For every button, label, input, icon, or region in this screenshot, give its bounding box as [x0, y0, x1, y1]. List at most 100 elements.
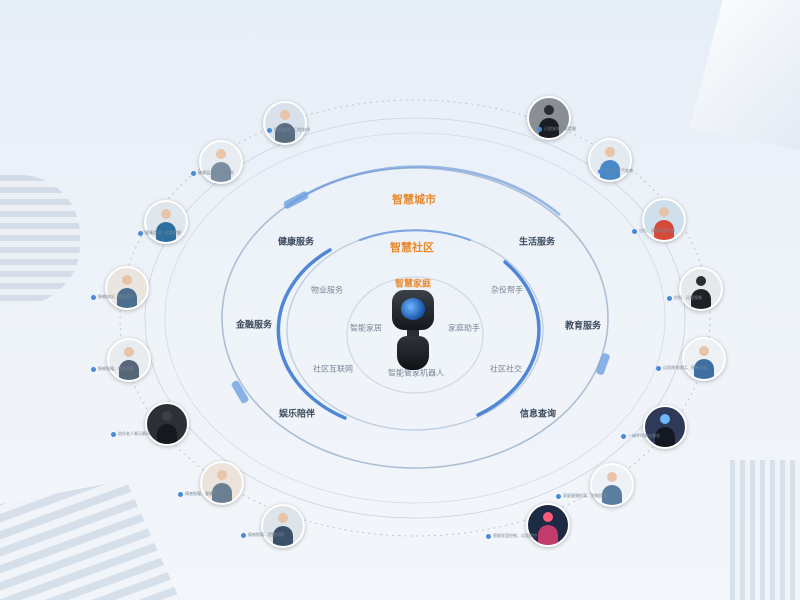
info-dot-icon	[91, 294, 96, 300]
city-ring-marker-1	[283, 191, 309, 209]
robot-name: 智能管家机器人	[388, 368, 444, 378]
person-head	[543, 512, 553, 522]
person-head	[696, 276, 706, 286]
person-figure	[212, 483, 232, 503]
person-figure	[117, 288, 137, 308]
robot-eye	[401, 298, 425, 320]
person-head	[280, 110, 290, 120]
service-education: 教育服务	[564, 321, 602, 332]
outer-dotted-orbit	[119, 99, 711, 537]
info-dot-icon	[138, 230, 143, 236]
info-dot-icon	[91, 366, 96, 372]
scenario-caption: 情感慰藉、提醒用药	[248, 532, 284, 537]
info-dot-icon	[556, 493, 561, 499]
home-ring	[346, 276, 484, 394]
level-title-home: 智慧家庭	[394, 279, 432, 290]
scenario-node-8: 情感慰藉、提醒用药	[241, 504, 305, 548]
item-smart-home: 智能家居	[350, 323, 382, 333]
orbit-line-2	[144, 117, 686, 519]
scenario-photo	[642, 198, 686, 242]
scenario-caption: 情感慰藉、健康养生	[185, 491, 221, 496]
person-figure	[691, 289, 711, 309]
community-ring-arc-left	[276, 248, 347, 420]
info-dot-icon	[632, 228, 637, 234]
scenario-photo	[263, 101, 307, 145]
info-dot-icon	[537, 126, 542, 132]
scenario-caption: 日程安排智能提醒	[544, 126, 576, 131]
scenario-caption: 家庭健康档案、智能提醒	[563, 493, 607, 498]
scenario-node-11: 出行、获取交通信息	[632, 198, 686, 242]
orbit-line-3	[164, 132, 666, 504]
scenario-photo	[199, 140, 243, 184]
community-ring-arc-right	[476, 260, 541, 417]
scenario-caption: 拍照、远程视频	[674, 295, 702, 300]
scenario-photo	[679, 267, 723, 311]
info-dot-icon	[267, 127, 272, 133]
robot-head	[392, 290, 434, 330]
person-figure	[654, 220, 674, 240]
robot-illustration	[390, 290, 436, 372]
scenario-caption: 情感慰藉、联系家属	[98, 366, 134, 371]
city-ring	[221, 167, 609, 469]
person-figure	[211, 162, 231, 182]
scenario-node-1: 情报查询、日程安排	[263, 101, 310, 145]
person-head	[544, 105, 554, 115]
scenario-photo	[527, 96, 571, 140]
person-head	[124, 347, 134, 357]
info-dot-icon	[241, 532, 246, 538]
level-title-community: 智慧社区	[390, 241, 434, 254]
person-head	[217, 470, 227, 480]
scenario-node-6: 陪伴老人聊天解闷	[111, 402, 189, 446]
info-dot-icon	[667, 295, 672, 301]
scenario-node-5: 情感慰藉、联系家属	[91, 338, 151, 382]
person-head	[605, 147, 615, 157]
service-entertainment: 娱乐陪伴	[278, 409, 316, 420]
scenario-node-3: 健康监测、检查提醒	[138, 200, 188, 244]
person-head	[162, 411, 172, 421]
item-social: 社区社交	[490, 364, 522, 374]
service-finance: 金融服务	[235, 320, 273, 331]
scenario-node-16: 智能家居控制、远程操控	[486, 503, 570, 547]
person-head	[278, 513, 288, 523]
scenario-node-15: 家庭健康档案、智能提醒	[556, 463, 634, 507]
service-life: 生活服务	[518, 237, 556, 248]
person-figure	[694, 359, 714, 379]
scenario-photo	[682, 337, 726, 381]
service-info: 信息查询	[519, 409, 557, 420]
person-figure	[600, 160, 620, 180]
city-ring-highlight-top	[284, 165, 561, 216]
info-dot-icon	[111, 431, 116, 437]
robot-neck	[407, 330, 419, 336]
info-dot-icon	[191, 170, 196, 176]
scenario-photo	[105, 266, 149, 310]
scenario-photo	[588, 138, 632, 182]
level-title-city: 智慧城市	[392, 193, 436, 206]
info-dot-icon	[598, 168, 603, 174]
info-dot-icon	[656, 365, 661, 371]
person-head	[660, 414, 670, 424]
community-ring-arc-top	[358, 229, 472, 242]
person-figure	[538, 525, 558, 545]
scenario-caption: 智能家居控制、远程操控	[493, 533, 537, 538]
person-figure	[275, 123, 295, 143]
info-dot-icon	[486, 533, 491, 539]
item-errand: 杂役帮手	[491, 285, 523, 295]
person-head	[607, 472, 617, 482]
scenario-photo	[144, 200, 188, 244]
city-ring-marker-3	[596, 353, 610, 375]
info-dot-icon	[621, 433, 626, 439]
scenario-node-9: 日程安排智能提醒	[527, 96, 576, 140]
scenario-node-14: 一键呼叫物业服务	[621, 405, 687, 449]
scenario-caption: 出行、天气查询	[605, 168, 633, 173]
scenario-node-13: 远程视频通话、智能终端	[656, 337, 726, 381]
scenario-caption: 健康监测、日常服务	[198, 170, 234, 175]
scenario-node-7: 情感慰藉、健康养生	[178, 461, 244, 505]
person-head	[659, 207, 669, 217]
person-head	[122, 275, 132, 285]
person-figure	[602, 485, 622, 505]
scenario-photo	[526, 503, 570, 547]
person-figure	[655, 427, 675, 447]
person-figure	[119, 360, 139, 380]
person-head	[216, 149, 226, 159]
item-property: 物业服务	[311, 285, 343, 295]
